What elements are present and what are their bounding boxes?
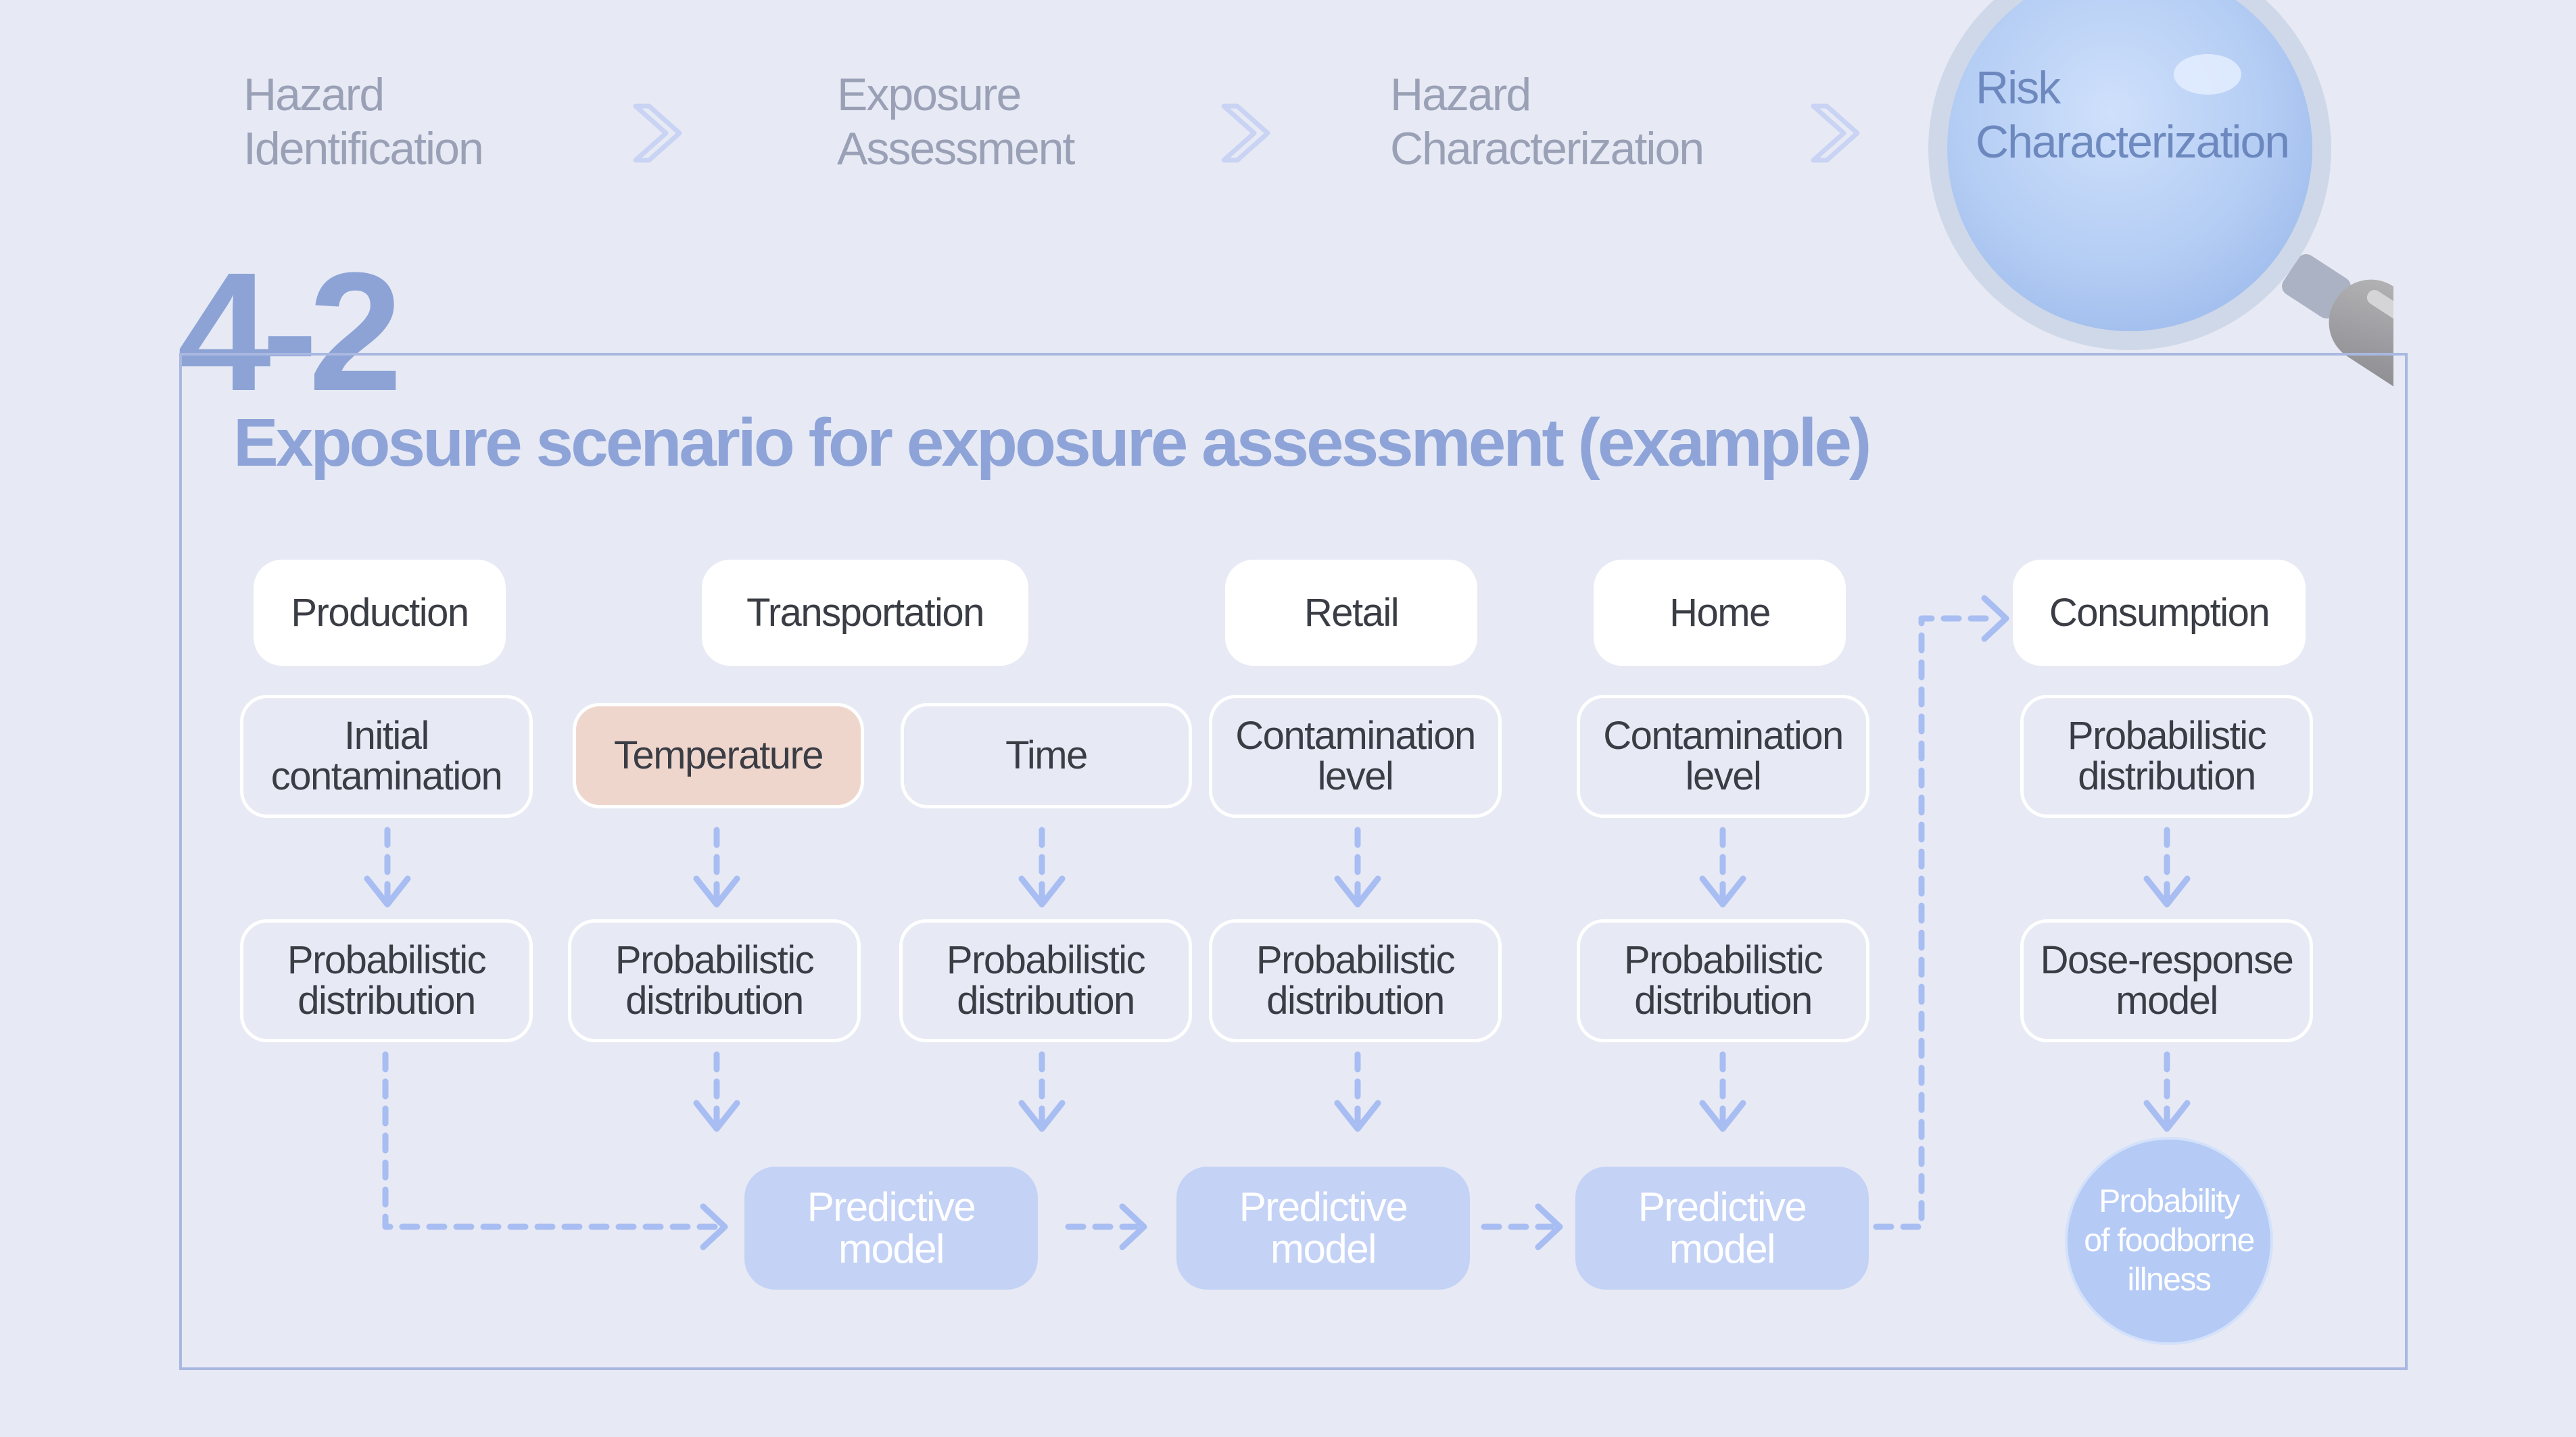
distribution-home: Probabilistic distribution — [1577, 919, 1869, 1042]
factor-retail-contamination-level: Contamination level — [1209, 695, 1502, 818]
chevron-right-icon — [1221, 103, 1270, 163]
dashed-arrow-icon — [693, 1051, 740, 1132]
dashed-arrow-icon — [382, 1051, 728, 1250]
dashed-arrow-icon — [2143, 827, 2191, 908]
factor-consumption-distribution: Probabilistic distribution — [2020, 695, 2313, 818]
dashed-arrow-icon — [693, 827, 740, 908]
dashed-arrow-icon — [1873, 595, 2009, 1230]
step-hazard-characterization[interactable]: Hazard Characterization — [1390, 69, 1704, 174]
stage-production: Production — [254, 560, 506, 666]
dashed-arrow-icon — [1699, 1051, 1746, 1132]
magnifying-glass-icon — [1928, 0, 2393, 426]
chevron-right-icon — [1811, 103, 1860, 163]
factor-initial-contamination: Initial contamination — [240, 695, 533, 818]
dashed-arrow-icon — [2143, 1051, 2191, 1132]
stage-transportation: Transportation — [702, 560, 1028, 666]
stage-consumption: Consumption — [2013, 560, 2306, 666]
step-risk-characterization[interactable]: Risk Characterization — [1976, 62, 2290, 168]
dashed-arrow-icon — [364, 827, 411, 908]
predictive-model-home: Predictive model — [1575, 1167, 1869, 1290]
dashed-arrow-icon — [1018, 1051, 1066, 1132]
chevron-right-icon — [633, 103, 682, 163]
distribution-retail: Probabilistic distribution — [1209, 919, 1502, 1042]
factor-time: Time — [901, 703, 1192, 808]
section-title: Exposure scenario for exposure assessmen… — [233, 405, 1871, 481]
section-number: 4-2 — [177, 237, 402, 426]
dashed-arrow-icon — [1481, 1203, 1563, 1250]
dashed-arrow-icon — [1065, 1203, 1147, 1250]
dashed-arrow-icon — [1018, 827, 1066, 908]
distribution-temperature: Probabilistic distribution — [568, 919, 861, 1042]
factor-home-contamination-level: Contamination level — [1577, 695, 1869, 818]
dashed-arrow-icon — [1334, 827, 1381, 908]
distribution-production: Probabilistic distribution — [240, 919, 533, 1042]
outcome-probability-of-foodborne-illness: Probability of foodborne illness — [2065, 1137, 2273, 1345]
factor-temperature: Temperature — [573, 703, 864, 808]
stage-retail: Retail — [1225, 560, 1477, 666]
dashed-arrow-icon — [1699, 827, 1746, 908]
predictive-model-transportation: Predictive model — [744, 1167, 1038, 1290]
dose-response-model: Dose-response model — [2020, 919, 2313, 1042]
predictive-model-retail: Predictive model — [1176, 1167, 1470, 1290]
step-hazard-identification[interactable]: Hazard Identification — [243, 69, 484, 174]
section-frame — [179, 353, 2408, 1370]
dashed-arrow-icon — [1334, 1051, 1381, 1132]
stage-home: Home — [1594, 560, 1846, 666]
step-exposure-assessment[interactable]: Exposure Assessment — [837, 69, 1075, 174]
distribution-time: Probabilistic distribution — [899, 919, 1192, 1042]
